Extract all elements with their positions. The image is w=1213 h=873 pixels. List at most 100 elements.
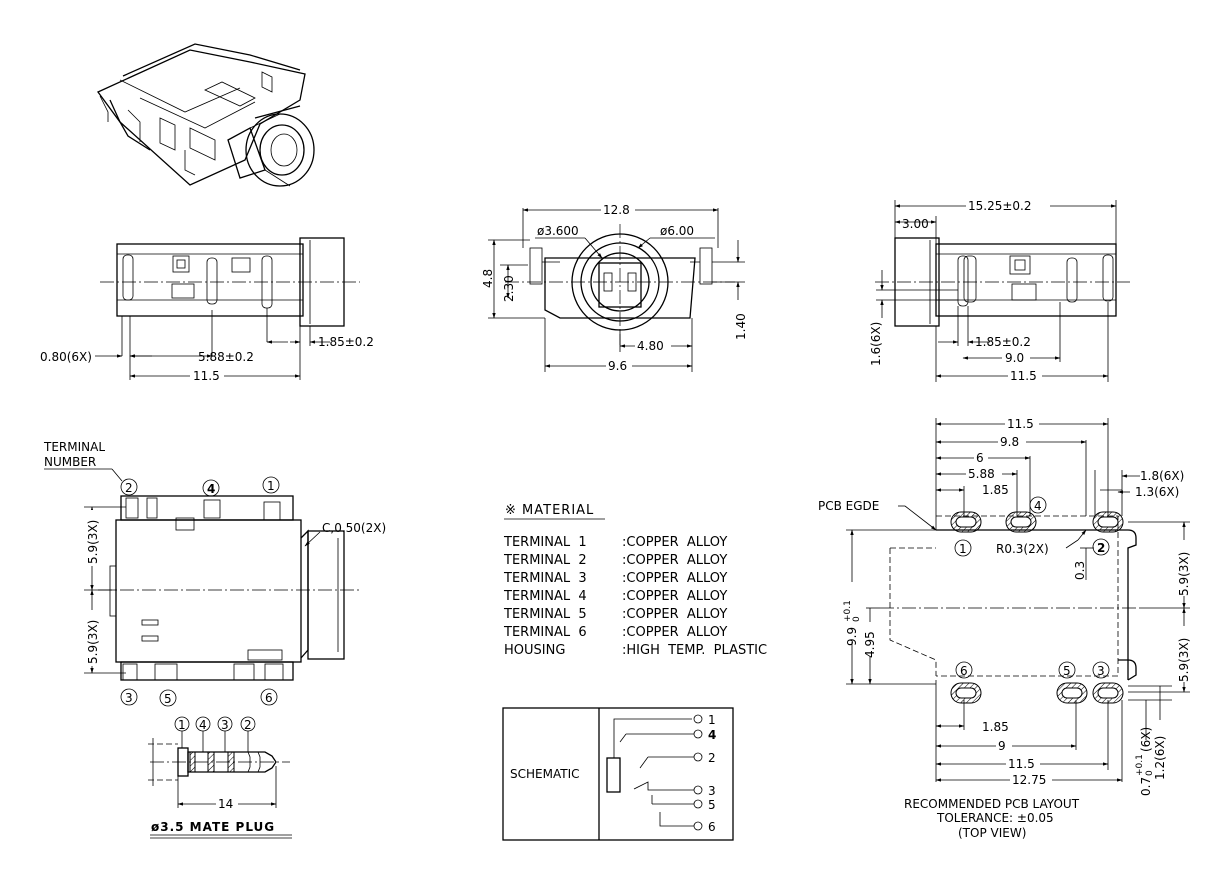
pcb-pad-hole <box>1097 687 1119 699</box>
pcb-dim-6: 6 <box>976 451 984 465</box>
pcb-caption-2: TOLERANCE: ±0.05 <box>936 811 1054 825</box>
schematic-node-1: 1 <box>708 713 716 727</box>
pcb-terminal-6: 6 <box>960 664 968 678</box>
pcb-pad-hole <box>955 516 977 528</box>
pcb-caption-3: (TOP VIEW) <box>958 826 1026 840</box>
pcb-dim-115-bottom: 11.5 <box>1008 757 1035 771</box>
dim-185: 1.85±0.2 <box>318 335 374 349</box>
dim-115-side: 11.5 <box>1010 369 1037 383</box>
dim-d3600: ø3.600 <box>537 224 579 238</box>
dim-d600: ø6.00 <box>660 224 694 238</box>
material-row-name: TERMINAL 4 <box>503 589 587 604</box>
terminal-number-label-1: TERMINAL <box>43 440 105 454</box>
dim-96: 9.6 <box>608 359 627 373</box>
dim-48: 4.8 <box>481 269 495 288</box>
side-view: 15.25±0.2 3.00 1.6(6X) 1.85±0.2 9.0 11.5 <box>869 199 1130 383</box>
dim-16: 1.6(6X) <box>869 322 883 366</box>
pcb-pad-hole <box>1010 516 1032 528</box>
pcb-dim-07-tol-up: +0.1 <box>1135 754 1145 776</box>
dim-14: 14 <box>218 797 233 811</box>
pcb-dim-03: 0.3 <box>1073 561 1087 580</box>
pcb-r03: R0.3(2X) <box>996 542 1049 556</box>
dim-140: 1.40 <box>734 313 748 340</box>
pcb-terminal-1: 1 <box>959 542 967 556</box>
material-row-name: TERMINAL 1 <box>503 535 587 550</box>
material-row-name: HOUSING <box>504 643 565 658</box>
material-row-name: TERMINAL 2 <box>503 553 587 568</box>
terminal-4-label: 4 <box>207 482 215 496</box>
plug-ring-2-label: 2 <box>244 718 252 732</box>
schematic-box: SCHEMATIC 1 4 2 3 5 6 <box>502 707 734 841</box>
pcb-dim-59-top: 5.9(3X) <box>1177 552 1191 596</box>
mate-plug: 1 4 3 2 14 ø3.5 MATE PLUG <box>148 716 292 839</box>
dim-59-top: 5.9(3X) <box>86 520 100 564</box>
material-row-value: :COPPER ALLOY <box>622 535 727 550</box>
pcb-dim-185-top: 1.85 <box>982 483 1009 497</box>
pcb-dim-59-bottom: 5.9(3X) <box>1177 638 1191 682</box>
terminal-number-label-2: NUMBER <box>44 455 96 469</box>
terminal-3-label: 3 <box>125 691 133 705</box>
schematic-node-2: 2 <box>708 751 716 765</box>
front-view: 0.80(6X) 5.88±0.2 1.85±0.2 11.5 <box>40 237 374 383</box>
dim-115: 11.5 <box>193 369 220 383</box>
pcb-dim-588: 5.88 <box>968 467 995 481</box>
material-rows: TERMINAL 1 :COPPER ALLOY TERMINAL 2 :COPPER… <box>503 535 767 658</box>
dim-230: 2.30 <box>502 275 516 302</box>
pcb-dim-12: 1.2(6X) <box>1153 736 1167 780</box>
end-view: 12.8 ø3.600 ø6.00 4.8 2.30 1.40 4.80 9.6 <box>481 203 748 373</box>
top-view: TERMINAL NUMBER 2 4 1 3 5 6 <box>43 440 386 707</box>
pcb-pad-hole <box>955 687 977 699</box>
pcb-dim-07: 0.7 <box>1139 777 1153 796</box>
dim-185-side: 1.85±0.2 <box>975 335 1031 349</box>
pcb-pad-hole <box>1061 687 1083 699</box>
dim-90: 9.0 <box>1005 351 1024 365</box>
terminal-2-label: 2 <box>125 481 133 495</box>
material-row-name: TERMINAL 3 <box>503 571 587 586</box>
pcb-dim-99: 9.9 <box>845 627 859 646</box>
material-row-value: :HIGH TEMP. PLASTIC <box>622 643 767 658</box>
schematic-node-4: 4 <box>708 728 716 742</box>
schematic-node-3: 3 <box>708 784 716 798</box>
pcb-pads <box>950 511 1124 704</box>
pcb-dim-9: 9 <box>998 739 1006 753</box>
pcb-dim-115-top: 11.5 <box>1007 417 1034 431</box>
pcb-dim-07-suffix: (6X) <box>1139 727 1153 752</box>
material-row-value: :COPPER ALLOY <box>622 589 727 604</box>
material-row-name: TERMINAL 6 <box>503 625 587 640</box>
pcb-terminal-2: 2 <box>1097 541 1105 555</box>
pcb-dim-07-tol-dn: 0 <box>1145 770 1155 776</box>
pcb-dim-98: 9.8 <box>1000 435 1019 449</box>
terminal-5-label: 5 <box>164 692 172 706</box>
dim-1525: 15.25±0.2 <box>968 199 1032 213</box>
pcb-edge-label: PCB EGDE <box>818 499 879 513</box>
dim-080: 0.80(6X) <box>40 350 92 364</box>
material-row-value: :COPPER ALLOY <box>622 607 727 622</box>
pcb-pad-hole <box>1097 516 1119 528</box>
terminal-6-label: 6 <box>265 691 273 705</box>
dim-128: 12.8 <box>603 203 630 217</box>
pcb-dim-185-bottom: 1.85 <box>982 720 1009 734</box>
pcb-dim-495: 4.95 <box>863 631 877 658</box>
schematic-node-5: 5 <box>708 798 716 812</box>
pcb-terminal-5: 5 <box>1063 664 1071 678</box>
material-heading: ※ MATERIAL <box>505 503 594 518</box>
isometric-view <box>97 43 315 187</box>
plug-ring-4-label: 4 <box>199 718 207 732</box>
pcb-dim-99-tol-dn: 0 <box>852 616 862 622</box>
pcb-terminal-3: 3 <box>1097 664 1105 678</box>
plug-ring-3-label: 3 <box>221 718 229 732</box>
pcb-dim-18: 1.8(6X) <box>1140 469 1184 483</box>
dim-588: 5.88±0.2 <box>198 350 254 364</box>
pcb-caption-1: RECOMMENDED PCB LAYOUT <box>904 797 1080 811</box>
material-row-value: :COPPER ALLOY <box>622 571 727 586</box>
material-row-name: TERMINAL 5 <box>503 607 587 622</box>
dim-59-bottom: 5.9(3X) <box>86 620 100 664</box>
schematic-label: SCHEMATIC <box>510 767 579 781</box>
material-row-value: :COPPER ALLOY <box>622 553 727 568</box>
dim-300: 3.00 <box>902 217 929 231</box>
pcb-dim-13: 1.3(6X) <box>1135 485 1179 499</box>
plug-caption: ø3.5 MATE PLUG <box>151 820 275 834</box>
pcb-terminal-4: 4 <box>1034 499 1042 513</box>
pcb-dim-99-tol-up: +0.1 <box>843 600 853 622</box>
